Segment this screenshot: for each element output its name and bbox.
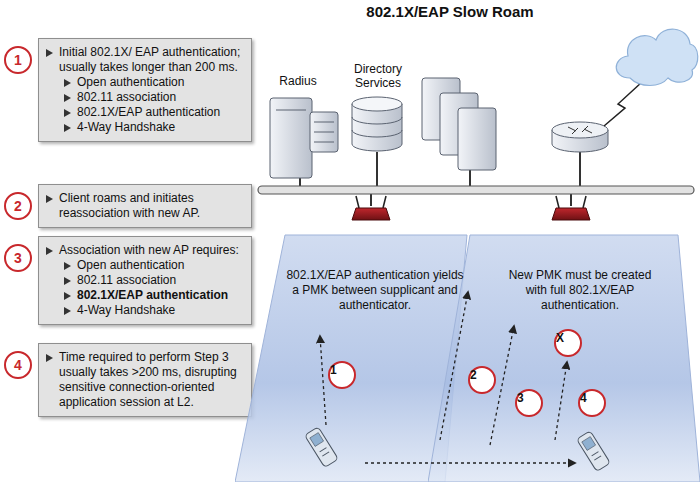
server-stack [422, 78, 496, 170]
device-label: Radius [268, 74, 328, 88]
bullet-arrow [46, 354, 53, 362]
callout-number: 1 [330, 363, 337, 378]
step-text: Association with new AP requires: [59, 243, 239, 258]
bullet-row: 802.1X/EAP authentication [64, 105, 243, 120]
bullet-row: 802.11 association [64, 90, 243, 105]
router [552, 122, 608, 152]
mobile-phone [305, 427, 339, 468]
internet-cloud [616, 29, 698, 85]
callout-number: 4 [578, 389, 606, 417]
network-bus [258, 186, 694, 194]
callout-number: 3 [515, 389, 543, 417]
bullet-arrow [64, 109, 71, 117]
step-box: Initial 802.1X/ EAP authentication; usua… [38, 38, 252, 142]
step-item: Open authentication [77, 75, 184, 90]
step-item: 802.11 association [77, 90, 176, 105]
callout-number: 2 [6, 194, 30, 218]
bullet-row: 4-Way Handshake [64, 303, 243, 318]
radius-server [270, 98, 338, 178]
step-item: 4-Way Handshake [77, 120, 175, 135]
bullet-arrow [64, 292, 71, 300]
bullet-arrow [46, 247, 53, 255]
step-item: Open authentication [77, 258, 184, 273]
bullet-row: 802.11 association [64, 273, 243, 288]
callout-number: 2 [468, 366, 496, 394]
callout-number: 4 [4, 351, 32, 379]
step-box: Time required to perform Step 3 usually … [38, 343, 252, 417]
wan-link [604, 82, 642, 126]
step-text: Initial 802.1X/ EAP authentication; usua… [59, 45, 243, 75]
step-item: 802.11 association [77, 273, 176, 288]
bullet-row: 802.1X/EAP authentication [64, 288, 243, 303]
callout-number: 2 [470, 368, 477, 383]
bullet-row: Open authentication [64, 75, 243, 90]
step-box: Association with new AP requires:Open au… [38, 236, 252, 325]
diagram-title: 802.1X/EAP Slow Roam [300, 3, 600, 20]
step-item: 802.1X/EAP authentication [77, 288, 228, 303]
step-text: Time required to perform Step 3 usually … [59, 350, 243, 410]
callout-number: 1 [4, 46, 32, 74]
bullet-row: Client roams and initiates reassociation… [46, 191, 243, 221]
mobile-phone [577, 431, 611, 472]
callout-number: 3 [4, 244, 32, 272]
callout-number: 4 [580, 391, 587, 406]
bullet-arrow [64, 79, 71, 87]
bullet-arrow [64, 124, 71, 132]
step-text: Client roams and initiates reassociation… [59, 191, 243, 221]
callout-number: 1 [328, 361, 356, 389]
bullet-arrow [64, 262, 71, 270]
bullet-row: 4-Way Handshake [64, 120, 243, 135]
access-point [552, 196, 590, 220]
drop-lines [300, 152, 580, 206]
step-item: 4-Way Handshake [77, 303, 175, 318]
directory-database [352, 97, 402, 151]
bullet-arrow [64, 307, 71, 315]
access-point [352, 196, 390, 220]
step-box: Client roams and initiates reassociation… [38, 184, 252, 228]
coverage-note: New PMK must be created with full 802.1X… [500, 268, 660, 313]
bullet-row: Initial 802.1X/ EAP authentication; usua… [46, 45, 243, 75]
bullet-row: Time required to perform Step 3 usually … [46, 350, 243, 410]
bullet-row: Open authentication [64, 258, 243, 273]
coverage-note: 802.1X/EAP authentication yields a PMK b… [285, 268, 465, 313]
bullet-arrow [64, 94, 71, 102]
callout-number: 2 [4, 192, 32, 220]
callout-number: 1 [6, 48, 30, 72]
callout-number: 4 [6, 353, 30, 377]
callout-number: X [554, 329, 582, 357]
step-item: 802.1X/EAP authentication [77, 105, 220, 120]
roam-path [320, 292, 575, 463]
bullet-arrow [64, 277, 71, 285]
coverage-area: New PMK must be created with full 802.1X… [428, 232, 700, 482]
bullet-arrow [46, 195, 53, 203]
callout-number: 3 [517, 391, 524, 406]
bullet-arrow [46, 49, 53, 57]
callout-number: 3 [6, 246, 30, 270]
callout-number: X [556, 331, 564, 346]
device-label: Directory Services [345, 62, 411, 90]
bullet-row: Association with new AP requires: [46, 243, 243, 258]
